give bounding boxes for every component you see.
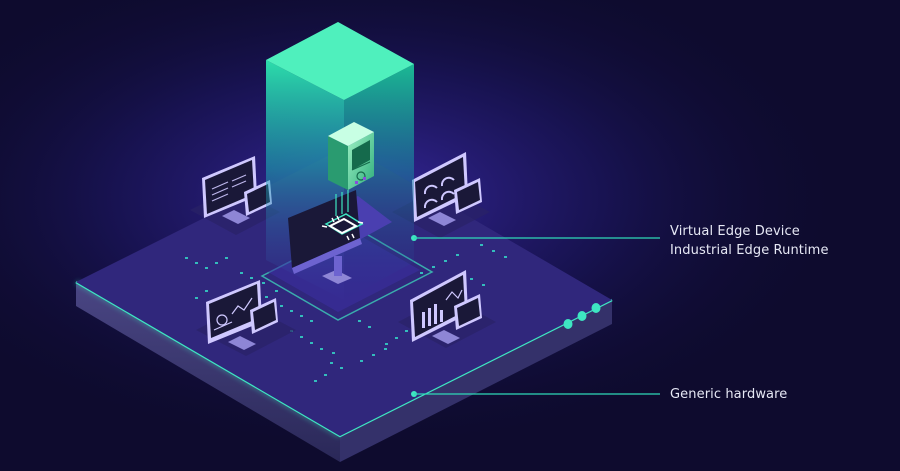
callout-virtual-edge: Virtual Edge Device Industrial Edge Runt… xyxy=(670,222,829,260)
callout-hardware-line1: Generic hardware xyxy=(670,387,788,402)
workstation-bottom-right xyxy=(398,270,496,348)
virtual-edge-tower xyxy=(266,22,414,300)
callout-lines xyxy=(411,235,660,397)
base-left-side xyxy=(76,282,340,462)
tower-right-face xyxy=(344,64,414,300)
central-screen xyxy=(288,190,392,284)
tower-top-face xyxy=(266,22,414,100)
callout-hardware: Generic hardware xyxy=(670,385,787,404)
screen xyxy=(205,160,254,214)
callout-virtual-edge-line1: Virtual Edge Device xyxy=(670,224,800,239)
led-indicator-icon xyxy=(563,303,601,329)
edge-device-icon xyxy=(328,122,374,190)
screen xyxy=(413,275,465,337)
workstation-top-left xyxy=(190,156,280,235)
workstation-top-right xyxy=(392,152,490,238)
workstation-bottom-left xyxy=(196,280,296,356)
callout-virtual-edge-line2: Industrial Edge Runtime xyxy=(670,243,829,258)
processor-chip-icon xyxy=(321,213,364,241)
base-right-side xyxy=(340,300,612,462)
